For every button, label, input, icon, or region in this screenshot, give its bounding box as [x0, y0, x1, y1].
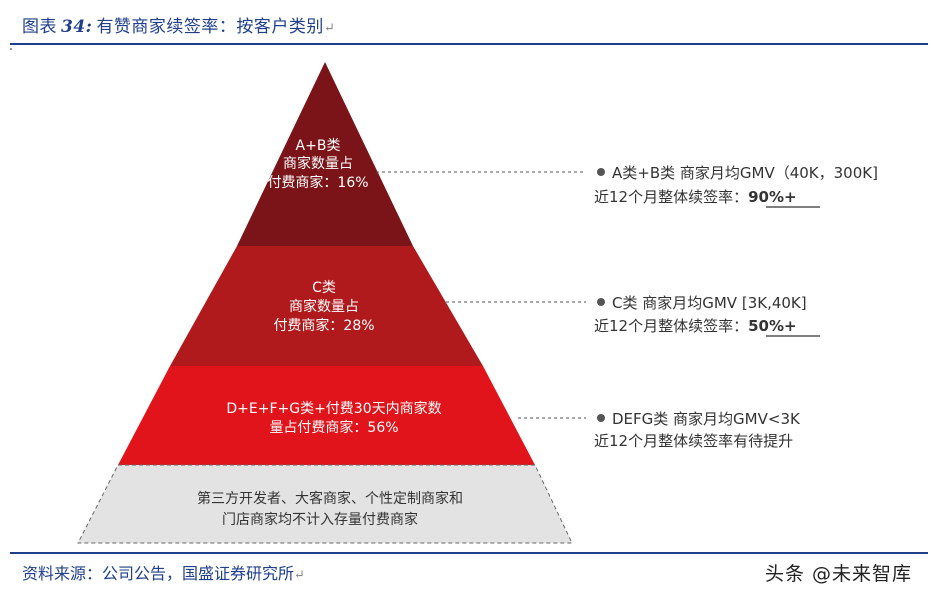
tier-2-shape: [170, 246, 483, 366]
watermark: 头条 @未来智库: [764, 563, 912, 585]
tier-2-line-2: 商家数量占: [289, 298, 359, 315]
annotation-1-bullet: [597, 168, 605, 176]
tier-1-line-3: 付费商家：16%: [267, 174, 368, 191]
annotation-3-line-2: 近12个月整体续签率有待提升: [594, 432, 793, 450]
tier-1-line-2: 商家数量占: [283, 155, 353, 172]
annotation-2-value: 50%+: [748, 317, 796, 335]
annotation-1-line-1: A类+B类 商家月均GMV（40K，300K]: [612, 164, 878, 182]
source-return-mark: ↵: [294, 568, 305, 583]
annotation-1-line-2: 近12个月整体续签率：90%+: [594, 188, 797, 206]
tier-1-shape: [237, 62, 413, 246]
source-text: 资料来源：公司公告，国盛证券研究所: [22, 564, 295, 583]
caption-prefix: 图表: [22, 17, 57, 37]
tier-3-line-2: 量占付费商家：56%: [269, 419, 398, 436]
tier-4-line-1: 第三方开发者、大客商家、个性定制商家和: [197, 490, 463, 507]
annotation-3-line-1: DEFG类 商家月均GMV<3K: [612, 410, 801, 428]
tier-3-shape: [118, 366, 535, 465]
annotation-2-prefix: 近12个月整体续签率：: [594, 317, 748, 335]
tier-2-line-1: C类: [312, 280, 336, 296]
bottom-rule: [10, 552, 928, 554]
tier-4-shape: [77, 464, 573, 544]
tier-2-line-3: 付费商家：28%: [273, 317, 374, 334]
annotation-1-prefix: 近12个月整体续签率：: [594, 188, 748, 206]
corner-mark: [10, 48, 12, 50]
tier-1-line-1: A+B类: [296, 138, 341, 154]
annotation-3-bullet: [597, 414, 605, 422]
source-note: 资料来源：公司公告，国盛证券研究所↵: [22, 560, 305, 584]
annotation-1-value: 90%+: [748, 188, 796, 206]
top-rule: [10, 43, 928, 45]
caption-title: 有赞商家续签率：按客户类别: [96, 17, 324, 37]
tier-3-line-1: D+E+F+G类+付费30天内商家数: [226, 400, 441, 417]
caption-number: 34:: [61, 17, 93, 37]
tier-4-line-2: 门店商家均不计入存量付费商家: [222, 511, 418, 528]
return-mark: ↵: [323, 21, 336, 36]
annotation-2-line-2: 近12个月整体续签率：50%+: [594, 317, 797, 335]
annotation-2-bullet: [597, 298, 605, 306]
annotation-2-line-1: C类 商家月均GMV [3K,40K]: [612, 294, 807, 312]
